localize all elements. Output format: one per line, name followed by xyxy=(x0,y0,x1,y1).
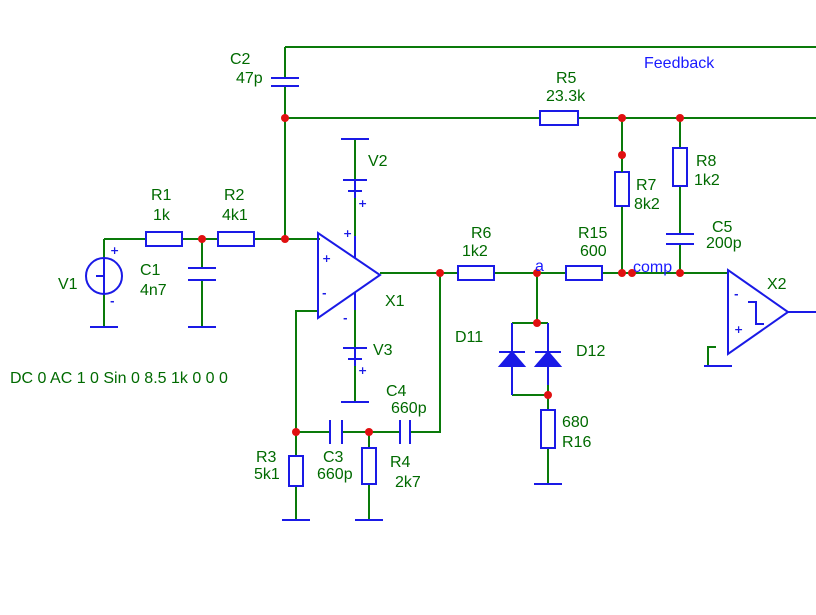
r5-name-label: R5 xyxy=(556,70,577,87)
capacitor-c5[interactable] xyxy=(666,233,694,245)
v2-name-label: V2 xyxy=(368,153,388,170)
r3-value-label: 5k1 xyxy=(254,466,280,483)
c4-name-label: C4 xyxy=(386,383,407,400)
r2-value-label: 4k1 xyxy=(222,207,248,224)
c5-name-label: C5 xyxy=(712,219,733,236)
r3-name-label: R3 xyxy=(256,449,277,466)
wires xyxy=(103,46,816,520)
capacitor-c1[interactable] xyxy=(188,267,216,281)
comparator-x2[interactable]: - + xyxy=(727,268,816,356)
resistor-r15[interactable] xyxy=(565,265,603,281)
r5-value-label: 23.3k xyxy=(546,88,586,105)
diode-d11[interactable] xyxy=(497,323,527,395)
r15-value-label: 600 xyxy=(580,243,607,260)
r7-value-label: 8k2 xyxy=(634,196,660,213)
r8-value-label: 1k2 xyxy=(694,172,720,189)
resistor-r4[interactable] xyxy=(361,447,377,485)
r15-name-label: R15 xyxy=(578,225,607,242)
capacitor-c4[interactable] xyxy=(399,420,411,444)
c3-value-label: 660p xyxy=(317,466,353,483)
svg-text:+: + xyxy=(734,323,743,336)
c4-value-label: 660p xyxy=(391,400,427,417)
svg-text:+: + xyxy=(358,197,367,210)
net-label-feedback: Feedback xyxy=(644,55,715,72)
r4-value-label: 2k7 xyxy=(395,474,421,491)
resistor-r6[interactable] xyxy=(457,265,495,281)
c2-value-label: 47p xyxy=(236,70,263,87)
c1-value-label: 4n7 xyxy=(140,282,167,299)
voltage-source-v1[interactable]: + - xyxy=(85,244,123,308)
r16-value-label: 680 xyxy=(562,414,589,431)
resistor-r5[interactable] xyxy=(539,110,579,126)
battery-v3[interactable]: + xyxy=(343,347,367,377)
resistor-r16[interactable] xyxy=(540,409,556,449)
r6-name-label: R6 xyxy=(471,225,492,242)
svg-text:-: - xyxy=(110,295,115,308)
capacitor-c2[interactable] xyxy=(271,77,299,87)
junction-dots xyxy=(198,114,684,436)
opamp-x1[interactable]: + - + - xyxy=(317,227,382,325)
svg-text:+: + xyxy=(110,244,119,257)
r4-name-label: R4 xyxy=(390,454,411,471)
svg-text:+: + xyxy=(343,227,352,240)
r1-value-label: 1k xyxy=(153,207,171,224)
r2-name-label: R2 xyxy=(224,187,245,204)
c5-value-label: 200p xyxy=(706,235,742,252)
svg-text:-: - xyxy=(343,312,348,325)
x1-name-label: X1 xyxy=(385,293,405,310)
resistor-r8[interactable] xyxy=(672,147,688,187)
svg-text:-: - xyxy=(322,287,327,300)
c1-name-label: C1 xyxy=(140,262,161,279)
svg-text:+: + xyxy=(358,364,367,377)
d12-name-label: D12 xyxy=(576,343,605,360)
v1-name-label: V1 xyxy=(58,276,78,293)
v3-name-label: V3 xyxy=(373,342,393,359)
source-spec-label: DC 0 AC 1 0 Sin 0 8.5 1k 0 0 0 xyxy=(10,370,228,387)
resistor-r7[interactable] xyxy=(614,171,630,207)
c3-name-label: C3 xyxy=(323,449,344,466)
r16-name-label: R16 xyxy=(562,434,591,451)
r7-name-label: R7 xyxy=(636,177,657,194)
ground-symbols xyxy=(90,138,732,521)
svg-text:-: - xyxy=(734,288,739,301)
r6-value-label: 1k2 xyxy=(462,243,488,260)
net-label-a: a xyxy=(535,258,544,275)
resistor-r1[interactable] xyxy=(145,231,183,247)
resistor-r3[interactable] xyxy=(288,455,304,487)
d11-name-label: D11 xyxy=(455,329,483,346)
c2-name-label: C2 xyxy=(230,51,251,68)
battery-v2[interactable]: + xyxy=(343,179,367,210)
diode-d12[interactable] xyxy=(533,323,563,385)
svg-text:+: + xyxy=(322,252,331,265)
capacitor-c3[interactable] xyxy=(329,420,343,444)
r1-name-label: R1 xyxy=(151,187,172,204)
r8-name-label: R8 xyxy=(696,153,717,170)
x2-name-label: X2 xyxy=(767,276,787,293)
net-label-comp: comp xyxy=(633,259,672,276)
resistor-r2[interactable] xyxy=(217,231,255,247)
